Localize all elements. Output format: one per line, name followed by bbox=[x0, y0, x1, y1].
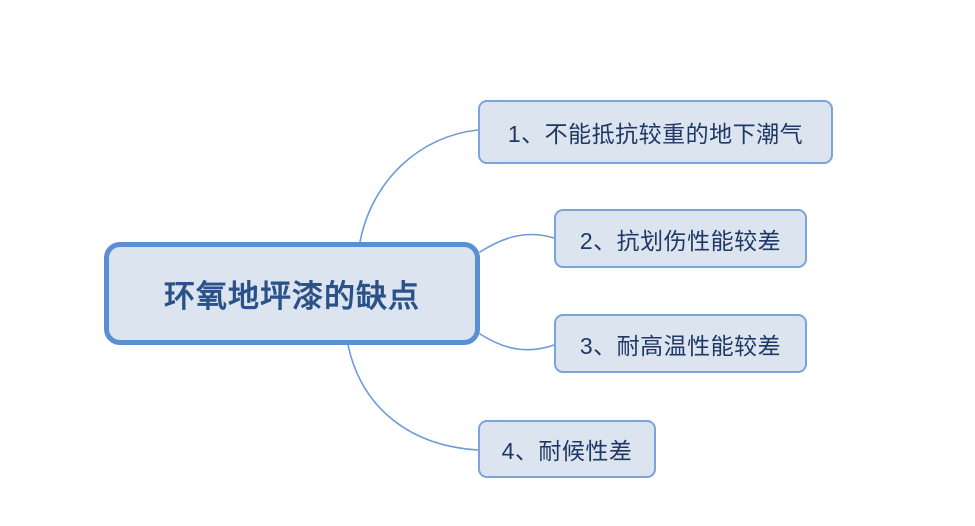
connector-to-branch-4 bbox=[347, 344, 479, 451]
branch-node-2[interactable]: 2、抗划伤性能较差 bbox=[554, 209, 807, 268]
branch-node-4-label: 4、耐候性差 bbox=[501, 438, 633, 464]
connector-to-branch-2 bbox=[479, 233, 555, 253]
branch-node-2-label: 2、抗划伤性能较差 bbox=[579, 227, 782, 254]
branch-node-3-label: 3、耐高温性能较差 bbox=[579, 332, 782, 359]
central-node[interactable]: 环氧地坪漆的缺点 bbox=[104, 242, 480, 345]
connector-to-branch-3 bbox=[479, 333, 555, 351]
connector-to-branch-1 bbox=[359, 129, 479, 243]
branch-node-4[interactable]: 4、耐候性差 bbox=[478, 420, 656, 478]
branch-node-3[interactable]: 3、耐高温性能较差 bbox=[554, 314, 807, 373]
branch-node-1[interactable]: 1、不能抵抗较重的地下潮气 bbox=[478, 100, 833, 164]
branch-node-1-label: 1、不能抵抗较重的地下潮气 bbox=[507, 121, 804, 147]
central-node-label: 环氧地坪漆的缺点 bbox=[164, 279, 420, 314]
